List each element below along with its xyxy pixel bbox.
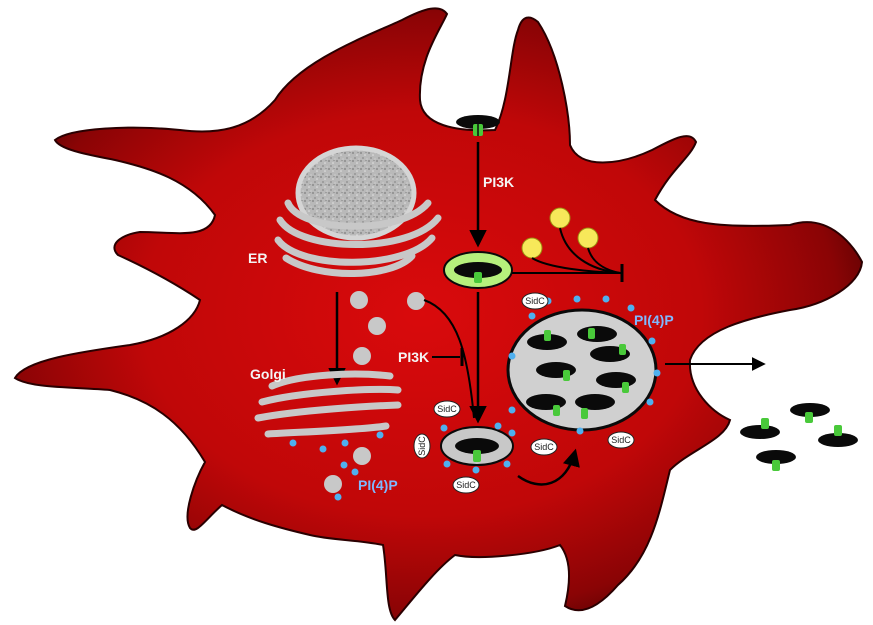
pi4p-golgi-label: PI(4)P [358, 477, 398, 493]
early-vacuole [444, 252, 512, 288]
sidc-badge: SidC [453, 477, 479, 493]
sidc-badge: SidC [414, 434, 430, 458]
svg-text:SidC: SidC [456, 480, 476, 490]
svg-text:SidC: SidC [534, 442, 554, 452]
pi3k-top-label: PI3K [483, 174, 514, 190]
pi4p-vacuole-label: PI(4)P [634, 312, 674, 328]
golgi-label: Golgi [250, 366, 286, 382]
mature-lcv [508, 310, 656, 430]
svg-text:SidC: SidC [417, 436, 427, 456]
pi3k-left-label: PI3K [398, 349, 429, 365]
er-label: ER [248, 250, 267, 266]
host-cell [15, 8, 862, 620]
svg-text:SidC: SidC [525, 296, 545, 306]
sidc-badge: SidC [434, 401, 460, 417]
small-lcv [441, 427, 513, 465]
released-bacteria [740, 403, 858, 471]
sidc-badge: SidC [608, 432, 634, 448]
svg-text:SidC: SidC [611, 435, 631, 445]
svg-text:SidC: SidC [437, 404, 457, 414]
sidc-badge: SidC [531, 439, 557, 455]
sidc-badge: SidC [522, 293, 548, 309]
